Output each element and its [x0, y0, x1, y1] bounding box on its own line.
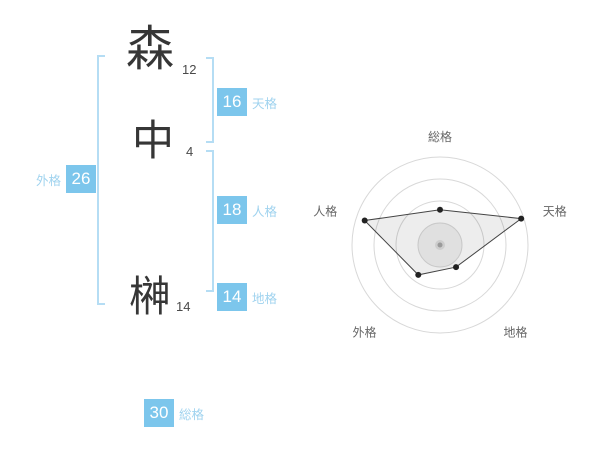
chikaku-score: 14 地格 [217, 283, 277, 311]
tenkaku-score: 16 天格 [217, 88, 277, 116]
jinkaku-bracket [206, 150, 214, 292]
gaikaku-value-badge: 26 [66, 165, 97, 193]
jinkaku-score: 18 人格 [217, 196, 277, 224]
stroke-count-3: 14 [176, 299, 191, 314]
chikaku-value-badge: 14 [217, 283, 247, 311]
radar-axis-label: 総格 [428, 129, 452, 144]
name-char-2: 中 [132, 117, 175, 164]
jinkaku-label: 人格 [252, 204, 278, 219]
soukaku-label: 総格 [179, 407, 205, 422]
name-char-1: 森 [126, 23, 175, 76]
radar-chart-container: 総格天格地格 外格 人格 [303, 108, 577, 382]
radar-axis-label: 地格 [503, 324, 527, 339]
stroke-count-2: 4 [186, 144, 194, 159]
gaikaku-score: 外格 26 [36, 165, 97, 193]
radar-axis-label: 外格 [353, 324, 377, 339]
chikaku-label: 地格 [252, 291, 278, 306]
radar-axis-label: 人格 [313, 204, 337, 219]
jinkaku-value-badge: 18 [217, 196, 247, 224]
name-char-3: 榊 [129, 273, 172, 320]
stroke-count-1: 12 [182, 62, 197, 77]
gaikaku-label: 外格 [36, 173, 62, 188]
soukaku-value-badge: 30 [144, 399, 174, 427]
tenkaku-label: 天格 [252, 96, 278, 111]
tenkaku-value-badge: 16 [217, 88, 247, 116]
radar-axis-label: 天格 [543, 204, 567, 219]
tenkaku-bracket [206, 57, 214, 143]
gaikaku-bracket [97, 55, 105, 305]
soukaku-score: 30 総格 [144, 399, 204, 427]
